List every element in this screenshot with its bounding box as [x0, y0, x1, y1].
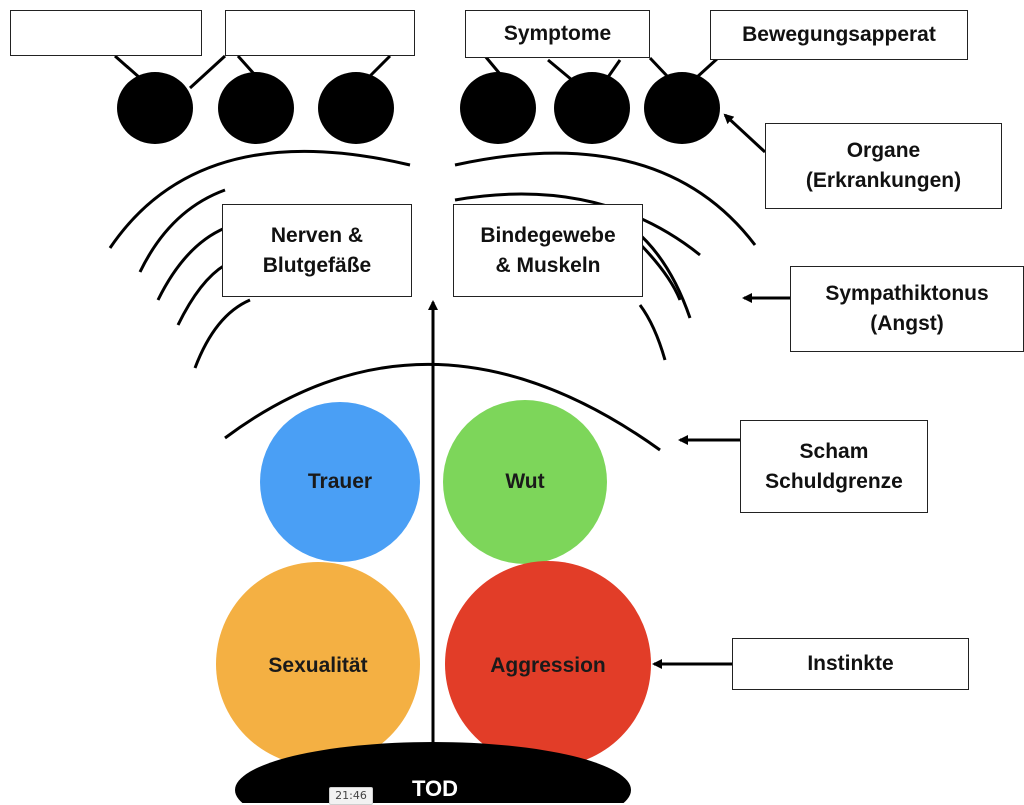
wut-label: Wut	[505, 470, 545, 493]
muskeln-label: & Muskeln	[495, 253, 601, 277]
tension-arc	[454, 192, 701, 257]
scham-box: Scham Schuldgrenze	[740, 420, 928, 513]
sexualitaet-circle	[216, 562, 420, 766]
sympathiktonus-label: Sympathiktonus	[825, 282, 989, 305]
connector-line	[648, 56, 670, 79]
connector-line	[188, 54, 227, 90]
wut-circle	[443, 400, 607, 564]
tension-arc	[138, 188, 226, 273]
trauer-circle	[260, 402, 420, 562]
tension-arc	[638, 242, 682, 301]
blutgefaesse-label: Blutgefäße	[262, 253, 372, 277]
empty-box-2	[225, 10, 415, 56]
tension-arc	[193, 298, 251, 369]
nerven-box: Nerven & Blutgefäße	[222, 204, 412, 297]
aggression-circle	[445, 561, 651, 767]
symptome-box: Symptome	[465, 10, 650, 58]
symptome-label: Symptome	[503, 22, 612, 45]
tension-arc	[454, 151, 757, 246]
organ-circle	[117, 72, 193, 144]
connector-line	[483, 55, 502, 75]
video-timestamp: 21:46	[329, 787, 373, 805]
sympathiktonus-box: Sympathiktonus (Angst)	[790, 266, 1024, 352]
connector-line	[547, 58, 573, 82]
tod-label: TOD	[411, 776, 459, 801]
trauer-label: Trauer	[307, 470, 373, 493]
tension-arc	[108, 149, 411, 249]
organ-circle	[554, 72, 630, 144]
organ-circle	[318, 72, 394, 144]
organ-circle	[218, 72, 294, 144]
scham-arc	[224, 362, 661, 452]
connector-line	[694, 56, 720, 80]
tension-arc	[176, 263, 226, 326]
tension-arc	[638, 304, 667, 361]
instinkte-label: Instinkte	[807, 652, 894, 675]
sympathiktonus-sublabel: (Angst)	[870, 312, 944, 335]
organe-label: Organe	[846, 139, 921, 162]
schuldgrenze-label: Schuldgrenze	[765, 469, 903, 493]
organe-arrow	[723, 113, 767, 154]
organe-box: Organe (Erkrankungen)	[765, 123, 1002, 209]
connector-line	[114, 54, 141, 80]
connector-line	[236, 54, 257, 77]
nerven-label: Nerven &	[270, 223, 364, 247]
bewegungsapparat-box: Bewegungsapperat	[710, 10, 968, 60]
organ-circle	[644, 72, 720, 144]
instinkte-box: Instinkte	[732, 638, 969, 690]
organe-sublabel: (Erkrankungen)	[805, 169, 962, 192]
bewegungsapparat-label: Bewegungsapperat	[742, 23, 936, 46]
bindegewebe-label: Bindegewebe	[480, 223, 616, 247]
scham-label: Scham	[799, 439, 869, 463]
empty-box-1	[10, 10, 202, 56]
connector-line	[368, 54, 392, 78]
organ-circle	[460, 72, 536, 144]
aggression-label: Aggression	[490, 654, 606, 677]
tension-arc	[156, 226, 226, 301]
bindegewebe-box: Bindegewebe & Muskeln	[453, 204, 643, 297]
sexualitaet-label: Sexualität	[268, 654, 368, 677]
